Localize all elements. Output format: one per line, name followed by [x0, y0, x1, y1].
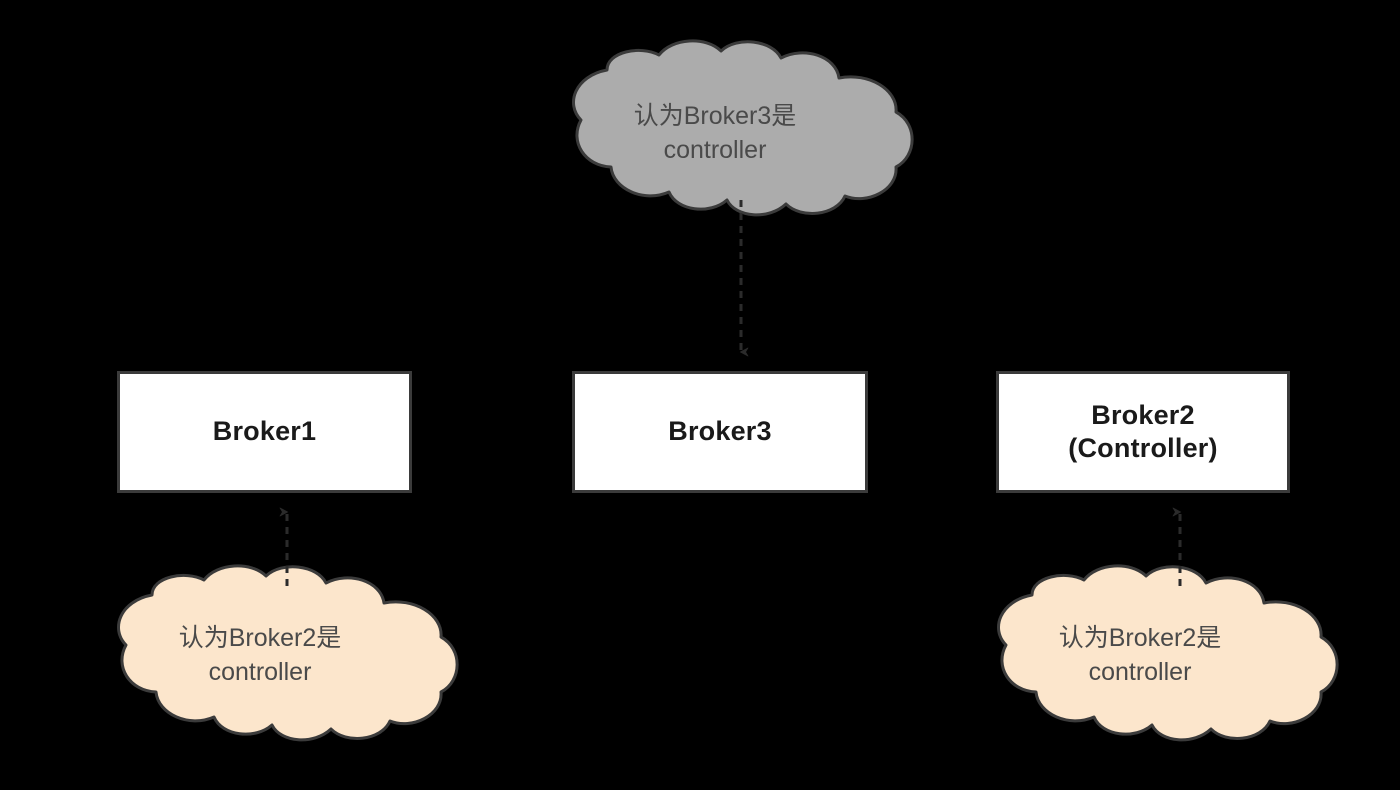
broker1-label: Broker1: [212, 416, 317, 447]
broker2-label: Broker2: [1091, 399, 1195, 430]
broker2-label-group: Broker2 (Controller): [1068, 399, 1217, 466]
broker1-label-group: Broker1: [213, 415, 316, 448]
cloud-right: [997, 564, 1339, 742]
broker2-sublabel: (Controller): [1068, 433, 1218, 463]
broker3-label-group: Broker3: [668, 415, 771, 448]
cloud-left: [117, 564, 459, 742]
broker-box-broker2: Broker2 (Controller): [996, 371, 1290, 493]
broker-box-broker1: Broker1: [117, 371, 412, 493]
cloud-right-shape: [997, 564, 1339, 742]
cloud-top-shape: [572, 39, 914, 217]
cloud-left-shape: [117, 564, 459, 742]
broker-box-broker3: Broker3: [572, 371, 868, 493]
cloud-top: [572, 39, 914, 217]
broker3-label: Broker3: [668, 416, 772, 447]
